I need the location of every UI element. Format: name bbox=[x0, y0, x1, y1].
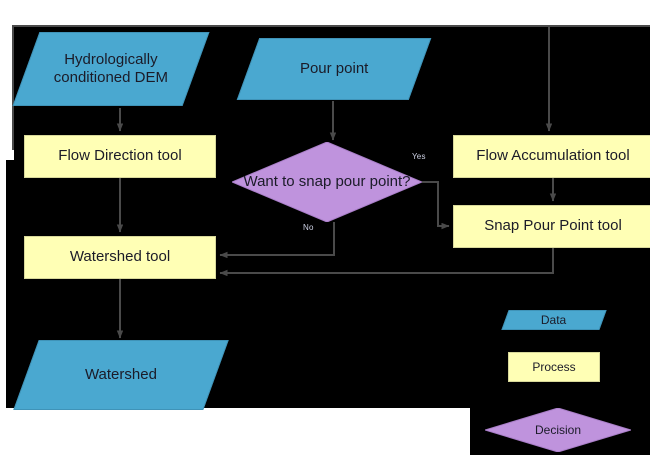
legend-item-data: Data bbox=[501, 310, 607, 330]
legend-label: Decision bbox=[534, 422, 582, 437]
canvas-left-notch bbox=[0, 150, 14, 160]
branch-label-yes: Yes bbox=[412, 152, 426, 161]
branch-label-no: No bbox=[303, 223, 314, 232]
node-decision-want-to-snap-pour-point[interactable]: Want to snap pour point? bbox=[232, 142, 422, 222]
node-label: Pour point bbox=[299, 59, 369, 77]
node-label: Snap Pour Point tool bbox=[484, 217, 622, 235]
node-hydrologically-conditioned-dem[interactable]: Hydrologically conditioned DEM bbox=[12, 32, 210, 106]
legend-item-decision: Decision bbox=[485, 408, 631, 452]
node-pour-point[interactable]: Pour point bbox=[236, 38, 432, 100]
legend-label: Process bbox=[532, 359, 576, 374]
node-snap-pour-point-tool[interactable]: Snap Pour Point tool bbox=[453, 205, 650, 248]
node-label: Watershed tool bbox=[69, 248, 171, 266]
legend-item-process: Process bbox=[508, 352, 600, 382]
legend-label: Data bbox=[541, 312, 567, 327]
node-watershed-output[interactable]: Watershed bbox=[13, 340, 229, 410]
node-flow-direction-tool[interactable]: Flow Direction tool bbox=[24, 135, 216, 178]
node-label: Flow Accumulation tool bbox=[476, 147, 630, 165]
node-flow-accumulation-tool[interactable]: Flow Accumulation tool bbox=[453, 135, 650, 178]
diamond-shape bbox=[485, 408, 631, 452]
node-label: Hydrologically conditioned DEM bbox=[53, 50, 169, 86]
node-watershed-tool[interactable]: Watershed tool bbox=[24, 236, 216, 279]
diamond-shape bbox=[232, 142, 422, 222]
node-label: Watershed bbox=[85, 365, 157, 383]
node-label: Want to snap pour point? bbox=[243, 172, 411, 190]
node-label: Flow Direction tool bbox=[58, 147, 182, 165]
